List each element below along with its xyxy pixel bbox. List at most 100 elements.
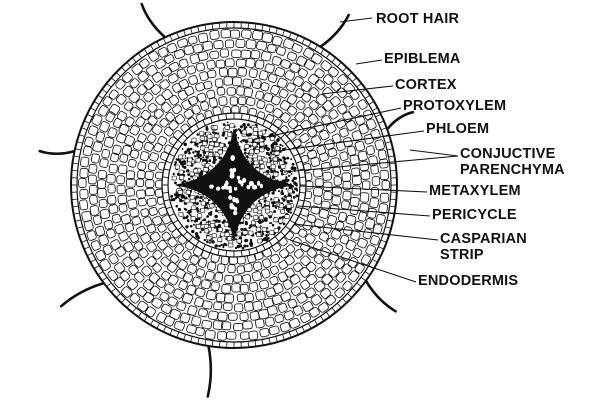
metaxylem-vessel <box>225 186 229 190</box>
stele-stipple <box>206 240 209 243</box>
stele-stipple <box>198 236 200 238</box>
stele-stipple <box>243 244 246 247</box>
conjunctive-cell <box>287 204 291 208</box>
stele-stipple <box>285 147 287 149</box>
stele-stipple <box>271 144 274 147</box>
conjunctive-cell <box>230 124 234 128</box>
conjunctive-cell <box>279 219 283 223</box>
stele-stipple <box>278 165 280 167</box>
stele-stipple <box>274 141 277 144</box>
stele-stipple <box>197 210 200 213</box>
stele-stipple <box>285 178 288 181</box>
stele-stipple <box>211 240 215 244</box>
conjunctive-cell <box>270 231 274 235</box>
conjunctive-cell <box>274 172 278 176</box>
stele-stipple <box>245 126 247 128</box>
stele-stipple <box>184 152 186 154</box>
epiblema-cell-wall <box>72 170 78 171</box>
metaxylem-vessel <box>209 185 214 189</box>
label-phloem: PHLOEM <box>426 122 489 137</box>
conjunctive-cell <box>265 209 269 213</box>
conjunctive-cell <box>208 135 212 139</box>
label-casparian-strip-line1: CASPARIAN <box>440 232 527 247</box>
stele-stipple <box>284 195 287 198</box>
conjunctive-cell <box>190 195 194 199</box>
stele-stipple <box>225 137 228 140</box>
conjunctive-cell <box>179 170 183 174</box>
conjunctive-cell <box>175 165 179 169</box>
stele-stipple <box>184 208 186 210</box>
label-epiblema: EPIBLEMA <box>384 52 461 67</box>
conjunctive-cell <box>255 149 259 153</box>
stele-stipple <box>250 241 253 244</box>
stele-stipple <box>222 246 224 248</box>
stele-stipple <box>287 209 290 212</box>
conjunctive-cell <box>225 232 229 236</box>
conjunctive-cell <box>253 143 257 147</box>
stele-stipple <box>285 176 287 178</box>
root-hair-strand <box>366 281 396 312</box>
stele-stipple <box>250 215 252 217</box>
conjunctive-cell <box>196 158 200 162</box>
stele-stipple <box>266 152 269 155</box>
conjunctive-cell <box>178 155 182 159</box>
conjunctive-cell <box>245 215 249 219</box>
stele-stipple <box>170 195 173 198</box>
stele-stipple <box>239 244 242 247</box>
conjunctive-cell <box>237 239 241 243</box>
stele-stipple <box>282 145 284 147</box>
stele-stipple <box>171 198 174 201</box>
epiblema-cell-wall <box>390 199 396 200</box>
conjunctive-cell <box>192 206 196 210</box>
conjunctive-cell <box>229 243 233 247</box>
stele-stipple <box>190 225 193 228</box>
stele-stipple <box>248 227 250 229</box>
conjunctive-cell <box>201 201 205 205</box>
stele-stipple <box>282 198 285 201</box>
conjunctive-cell <box>221 233 225 237</box>
stele-stipple <box>294 183 297 186</box>
stele-stipple <box>206 126 209 129</box>
conjunctive-cell <box>187 162 191 166</box>
conjunctive-cell <box>265 201 269 205</box>
stele-stipple <box>293 177 296 180</box>
metaxylem-vessel <box>242 178 246 183</box>
conjunctive-cell <box>185 199 189 203</box>
conjunctive-cell <box>273 157 277 161</box>
conjunctive-cell <box>194 169 198 173</box>
stele-stipple <box>182 148 184 150</box>
stele-stipple <box>188 220 190 222</box>
conjunctive-cell <box>191 216 195 220</box>
stele-stipple <box>273 169 276 172</box>
conjunctive-cell <box>213 125 217 129</box>
conjunctive-cell <box>249 150 253 154</box>
conjunctive-cell <box>179 176 183 180</box>
conjunctive-cell <box>212 137 216 141</box>
metaxylem-vessel <box>247 185 251 189</box>
label-metaxylem: METAXYLEM <box>429 184 521 199</box>
stele-stipple <box>246 245 249 248</box>
epiblema-cell-wall <box>248 341 249 347</box>
conjunctive-cell <box>257 156 261 160</box>
stele-stipple <box>272 204 275 207</box>
conjunctive-cell <box>259 216 263 220</box>
stele-stipple <box>270 170 273 173</box>
stele-stipple <box>246 155 249 158</box>
stele-stipple <box>237 137 239 139</box>
stele-stipple <box>215 244 218 247</box>
stele-stipple <box>242 123 246 127</box>
conjunctive-cell <box>254 127 258 131</box>
stele-stipple <box>182 161 185 164</box>
stele-stipple <box>247 123 250 126</box>
stele-stipple <box>261 220 264 223</box>
stele-stipple <box>282 156 285 159</box>
stele-stipple <box>194 155 196 157</box>
stele-stipple <box>250 244 253 247</box>
conjunctive-cell <box>258 239 262 243</box>
conjunctive-cell <box>200 146 204 150</box>
conjunctive-cell <box>178 190 182 194</box>
metaxylem-vessel <box>230 173 235 178</box>
epiblema-cell-wall <box>219 23 220 29</box>
stele-stipple <box>179 160 182 163</box>
